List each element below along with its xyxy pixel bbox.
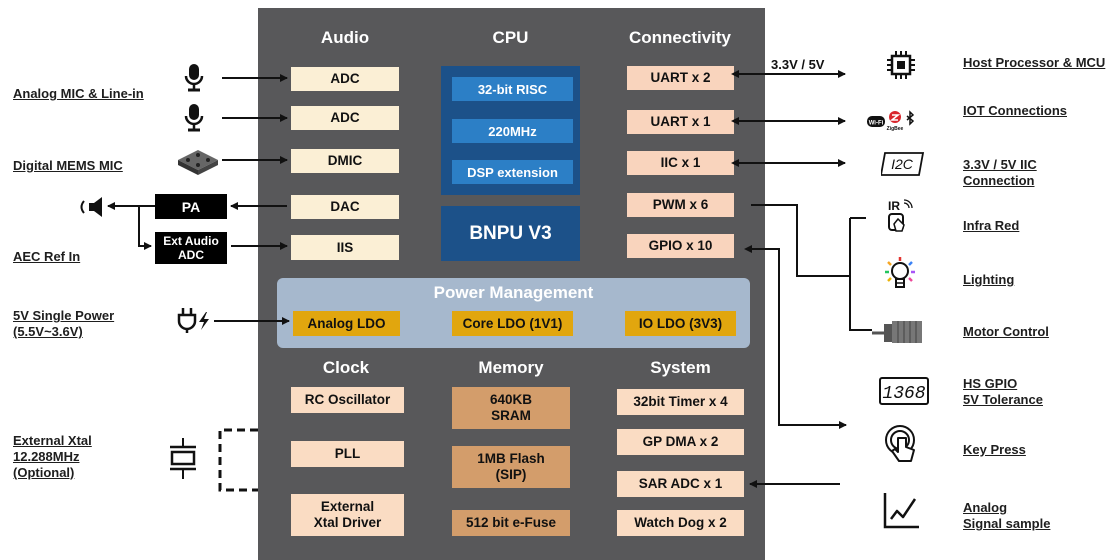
- aec-ref-label: AEC Ref In: [13, 249, 81, 264]
- sram-block: 640KB SRAM: [452, 387, 570, 429]
- lighting-label: Lighting: [963, 272, 1015, 287]
- touch-button-icon: [884, 424, 920, 471]
- external-xtal-label: External Xtal 12.288MHz (Optional): [13, 433, 92, 480]
- iic-connection-label: 3.3V / 5V IIC Connection: [963, 157, 1037, 188]
- external-xtal-driver-block: External Xtal Driver: [291, 494, 404, 536]
- key-press-label: Key Press: [963, 442, 1026, 457]
- flash-block: 1MB Flash (SIP): [452, 446, 570, 488]
- svg-text:I2C: I2C: [891, 156, 914, 172]
- connectivity-section-title: Connectivity: [628, 28, 732, 47]
- audio-adc-block-1: ADC: [291, 67, 399, 91]
- i2c-icon: I2C: [879, 151, 925, 182]
- audio-iis-block: IIS: [291, 235, 399, 260]
- speaker-icon: [78, 196, 106, 223]
- iic-block: IIC x 1: [627, 151, 734, 175]
- light-bulb-icon: [883, 256, 917, 301]
- motor-control-label: Motor Control: [963, 324, 1049, 339]
- analog-mic-label: Analog MIC & Line-in: [13, 86, 144, 101]
- sar-adc-block: SAR ADC x 1: [617, 471, 744, 497]
- infra-red-label: Infra Red: [963, 218, 1020, 233]
- cpu-frequency-block: 220MHz: [452, 119, 573, 143]
- iot-connections-label: IOT Connections: [963, 103, 1067, 118]
- cpu-risc-block: 32-bit RISC: [452, 77, 573, 101]
- audio-adc-block-2: ADC: [291, 106, 399, 130]
- svg-text:1368: 1368: [882, 384, 925, 404]
- processor-chip-icon: [886, 50, 916, 85]
- ext-audio-adc-block: Ext Audio ADC: [155, 232, 227, 264]
- seven-segment-display-icon: 1368: [879, 377, 929, 410]
- svg-text:IR: IR: [888, 199, 900, 213]
- bnpu-block: BNPU V3: [441, 206, 580, 261]
- clock-section-title: Clock: [322, 358, 370, 377]
- cpu-section-title: CPU: [492, 28, 529, 47]
- crystal-icon: [166, 438, 200, 485]
- memory-section-title: Memory: [478, 358, 544, 377]
- hs-gpio-label: HS GPIO 5V Tolerance: [963, 376, 1043, 407]
- audio-dmic-block: DMIC: [291, 149, 399, 173]
- core-ldo-block: Core LDO (1V1): [452, 311, 573, 336]
- analog-signal-label: Analog Signal sample: [963, 500, 1051, 531]
- zigbee-icon: ZigBee: [887, 126, 904, 132]
- analog-signal-chart-icon: [883, 491, 921, 534]
- wifi-icon: Wi-Fi: [869, 121, 884, 127]
- power-plug-icon: [176, 306, 212, 339]
- microphone-icon: [184, 63, 204, 98]
- dma-block: GP DMA x 2: [617, 429, 744, 455]
- bluetooth-icon: [906, 110, 915, 126]
- motor-icon: [872, 318, 926, 351]
- digital-mems-mic-label: Digital MEMS MIC: [13, 158, 123, 173]
- infra-red-remote-icon: IR: [884, 198, 918, 239]
- pwm-block: PWM x 6: [627, 193, 734, 217]
- uart-x2-block: UART x 2: [627, 66, 734, 90]
- power-management-title: Power Management: [433, 283, 594, 302]
- rc-oscillator-block: RC Oscillator: [291, 387, 404, 413]
- analog-ldo-block: Analog LDO: [293, 311, 400, 336]
- host-processor-label: Host Processor & MCU: [963, 55, 1106, 70]
- single-power-label: 5V Single Power (5.5V~3.6V): [13, 308, 115, 339]
- gpio-block: GPIO x 10: [627, 234, 734, 258]
- mems-mic-icon: [174, 146, 222, 181]
- voltage-label: 3.3V / 5V: [771, 57, 825, 72]
- uart-x1-block: UART x 1: [627, 110, 734, 134]
- microphone-icon: [184, 103, 204, 138]
- timer-block: 32bit Timer x 4: [617, 389, 744, 415]
- watchdog-block: Watch Dog x 2: [617, 510, 744, 536]
- efuse-block: 512 bit e-Fuse: [452, 510, 570, 536]
- audio-section-title: Audio: [320, 28, 370, 47]
- system-section-title: System: [650, 358, 711, 377]
- io-ldo-block: IO LDO (3V3): [625, 311, 736, 336]
- pa-block: PA: [155, 194, 227, 219]
- audio-dac-block: DAC: [291, 195, 399, 219]
- pll-block: PLL: [291, 441, 404, 467]
- cpu-dsp-block: DSP extension: [452, 160, 573, 184]
